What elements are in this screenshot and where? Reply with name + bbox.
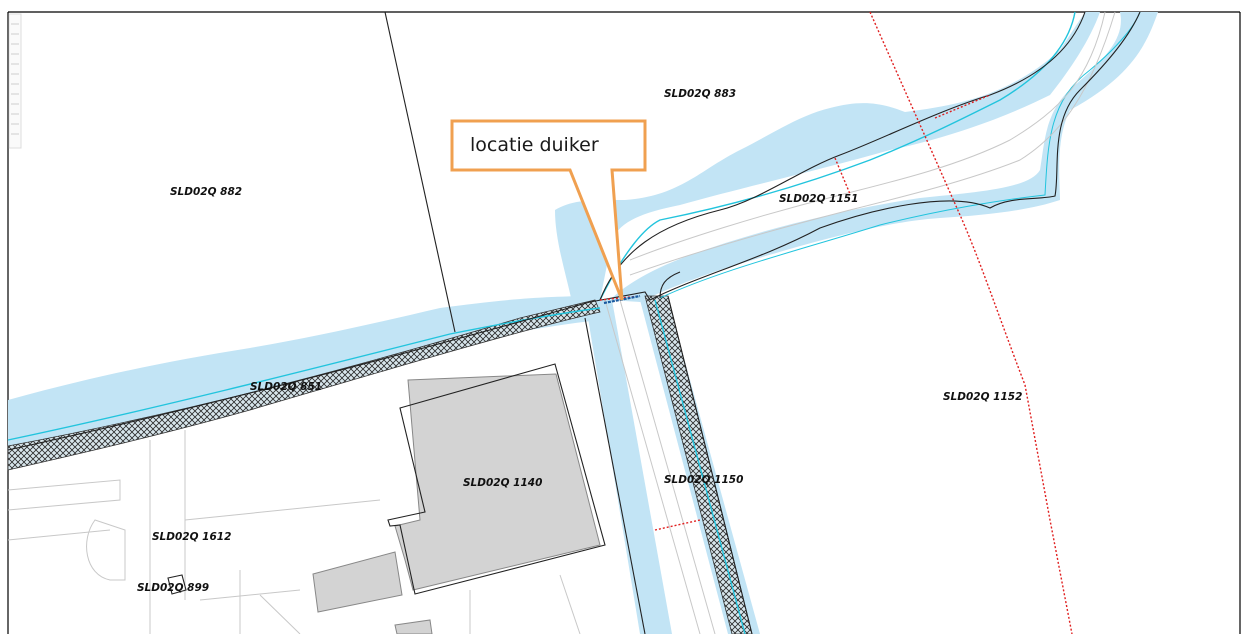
parcel-label-1152: SLD02Q 1152 [943,391,1022,403]
east-ditch-water [610,12,1158,302]
parcel-label-882: SLD02Q 882 [170,186,242,198]
water-centerlines [7,11,1141,634]
building-main [312,373,601,634]
parcel-label-1140: SLD02Q 1140 [463,477,542,489]
road-lines [7,11,1116,634]
parcel-label-1150: SLD02Q 1150 [664,474,743,486]
parcel-label-1612: SLD02Q 1612 [152,531,231,543]
parcel-label-851: SLD02Q 851 [250,381,322,393]
parcel-label-883: SLD02Q 883 [664,88,736,100]
parcel-boundaries [7,11,1141,634]
callout-locatie-duiker: locatie duiker [450,119,647,301]
parcel-label-1151: SLD02Q 1151 [779,193,858,205]
callout-text: locatie duiker [470,134,599,156]
south-canal-water [585,300,672,634]
ne-ditch-water [555,12,1100,302]
zoom-ruler-icon[interactable] [8,13,22,149]
parcel-label-899: SLD02Q 899 [137,582,209,594]
